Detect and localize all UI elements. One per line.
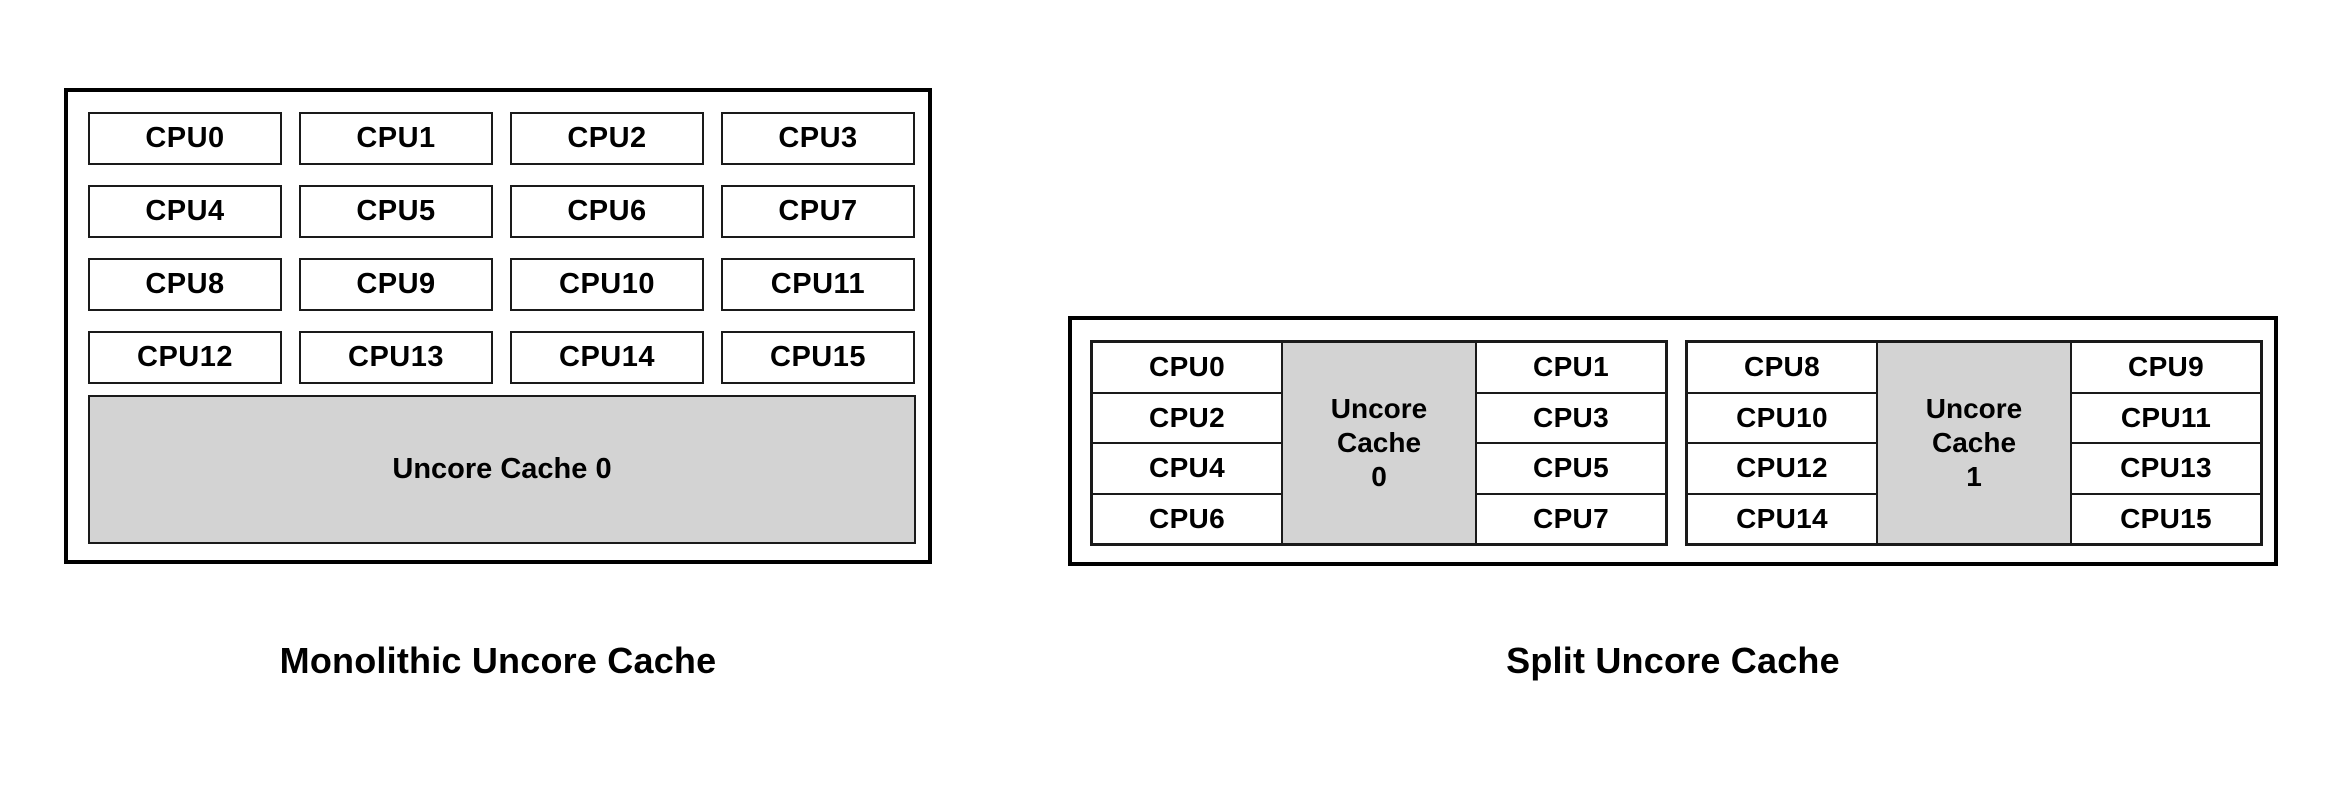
uncore-cache-block: Uncore Cache 0 <box>88 395 916 544</box>
cpu-box: CPU3 <box>721 112 915 165</box>
uncore-cache-label-line1: Uncore <box>1925 392 2023 424</box>
cpu-box: CPU6 <box>510 185 704 238</box>
cpu-box: CPU2 <box>510 112 704 165</box>
split-uncore-diagram: CPU0 CPU2 CPU4 CPU6 Uncore Cache 0 CPU1 … <box>1068 316 2278 566</box>
split-group: CPU8 CPU10 CPU12 CPU14 Uncore Cache 1 CP… <box>1685 340 2263 546</box>
cpu-box: CPU11 <box>2070 391 2262 444</box>
split-group: CPU0 CPU2 CPU4 CPU6 Uncore Cache 0 CPU1 … <box>1090 340 1668 546</box>
cpu-box: CPU12 <box>88 331 282 384</box>
cpu-box: CPU13 <box>299 331 493 384</box>
cpu-box: CPU9 <box>299 258 493 311</box>
cpu-box: CPU1 <box>1475 341 1667 394</box>
cpu-box: CPU9 <box>2070 341 2262 394</box>
cpu-box: CPU2 <box>1091 391 1283 444</box>
cpu-box: CPU12 <box>1686 442 1878 495</box>
uncore-cache-label-line3: 1 <box>1966 461 1982 493</box>
cpu-box: CPU8 <box>88 258 282 311</box>
cpu-box: CPU4 <box>88 185 282 238</box>
split-cpu-column-left: CPU8 CPU10 CPU12 CPU14 <box>1686 341 1878 545</box>
cpu-box: CPU14 <box>510 331 704 384</box>
split-cpu-column-left: CPU0 CPU2 CPU4 CPU6 <box>1091 341 1283 545</box>
cpu-box: CPU3 <box>1475 391 1667 444</box>
cpu-box: CPU0 <box>88 112 282 165</box>
cpu-box: CPU10 <box>510 258 704 311</box>
cpu-box: CPU7 <box>721 185 915 238</box>
cpu-box: CPU8 <box>1686 341 1878 394</box>
cpu-box: CPU0 <box>1091 341 1283 394</box>
cpu-box: CPU5 <box>299 185 493 238</box>
split-cpu-column-right: CPU1 CPU3 CPU5 CPU7 <box>1475 341 1667 545</box>
cpu-box: CPU6 <box>1091 492 1283 545</box>
cpu-box: CPU10 <box>1686 391 1878 444</box>
uncore-cache-label-line3: 0 <box>1371 461 1387 493</box>
uncore-cache-label-line2: Cache <box>1931 426 2017 458</box>
cpu-box: CPU5 <box>1475 442 1667 495</box>
uncore-cache-block: Uncore Cache 1 <box>1876 341 2072 545</box>
monolithic-cpu-grid: CPU0 CPU1 CPU2 CPU3 CPU4 CPU5 CPU6 CPU7 … <box>88 112 916 384</box>
uncore-cache-label-line1: Uncore <box>1330 392 1428 424</box>
cpu-box: CPU11 <box>721 258 915 311</box>
uncore-cache-label-line2: Cache <box>1336 426 1422 458</box>
cpu-box: CPU15 <box>721 331 915 384</box>
split-caption: Split Uncore Cache <box>1506 640 1840 681</box>
split-cpu-column-right: CPU9 CPU11 CPU13 CPU15 <box>2070 341 2262 545</box>
cpu-box: CPU1 <box>299 112 493 165</box>
cpu-box: CPU4 <box>1091 442 1283 495</box>
uncore-cache-block: Uncore Cache 0 <box>1281 341 1477 545</box>
cpu-box: CPU7 <box>1475 492 1667 545</box>
cpu-box: CPU14 <box>1686 492 1878 545</box>
cpu-box: CPU13 <box>2070 442 2262 495</box>
monolithic-caption: Monolithic Uncore Cache <box>279 640 717 681</box>
cpu-box: CPU15 <box>2070 492 2262 545</box>
monolithic-uncore-diagram: CPU0 CPU1 CPU2 CPU3 CPU4 CPU5 CPU6 CPU7 … <box>64 88 932 564</box>
